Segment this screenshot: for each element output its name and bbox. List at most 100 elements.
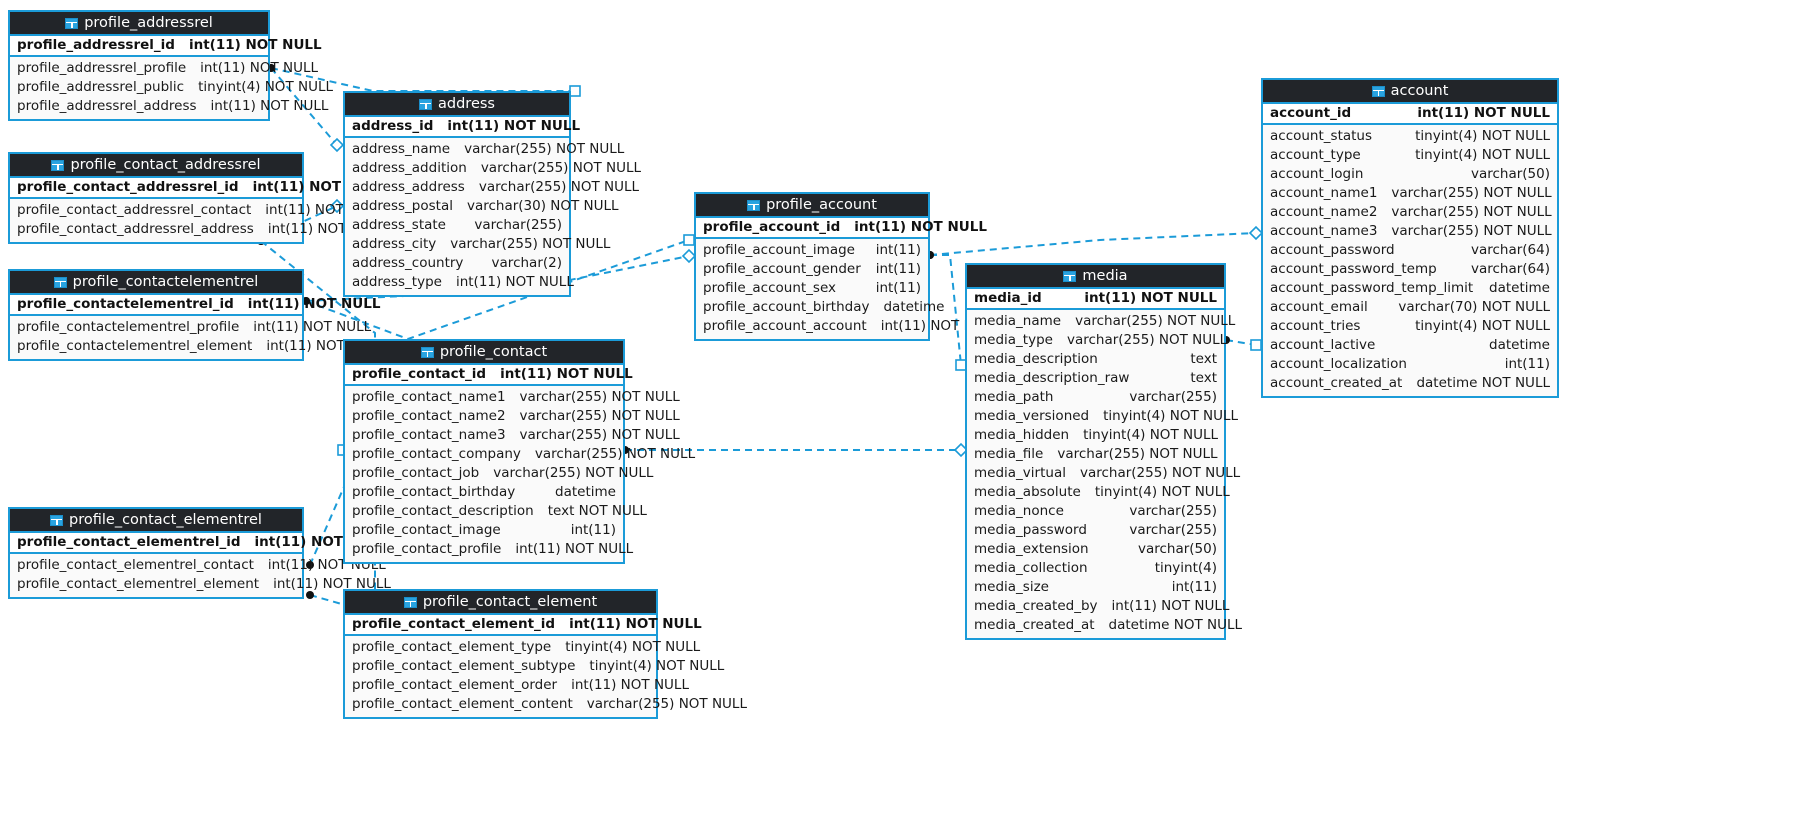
table-header-profile_contact_elementrel[interactable]: profile_contact_elementrel	[10, 509, 302, 533]
table-profile_contact_elementrel[interactable]: profile_contact_elementrel profile_contac…	[8, 507, 391, 599]
table-header-profile_contactelementrel[interactable]: profile_contactelementrel	[10, 271, 302, 295]
table-header-profile_addressrel[interactable]: profile_addressrel	[10, 12, 268, 36]
table-header-profile_contact[interactable]: profile_contact	[345, 341, 623, 365]
table-header-account[interactable]: account	[1263, 80, 1557, 104]
table-header-profile_contact_element[interactable]: profile_contact_element	[345, 591, 656, 615]
table-header-profile_account[interactable]: profile_account	[696, 194, 928, 218]
table-header-profile_contact_addressrel[interactable]: profile_contact_addressrel	[10, 154, 302, 178]
column-name: profile_contact_id	[352, 366, 487, 382]
table-header-media[interactable]: media	[967, 265, 1224, 289]
table-name: profile_contact_elementrel	[69, 512, 262, 528]
table-header-address[interactable]: address	[345, 93, 569, 117]
column-name: address_country	[352, 255, 464, 271]
